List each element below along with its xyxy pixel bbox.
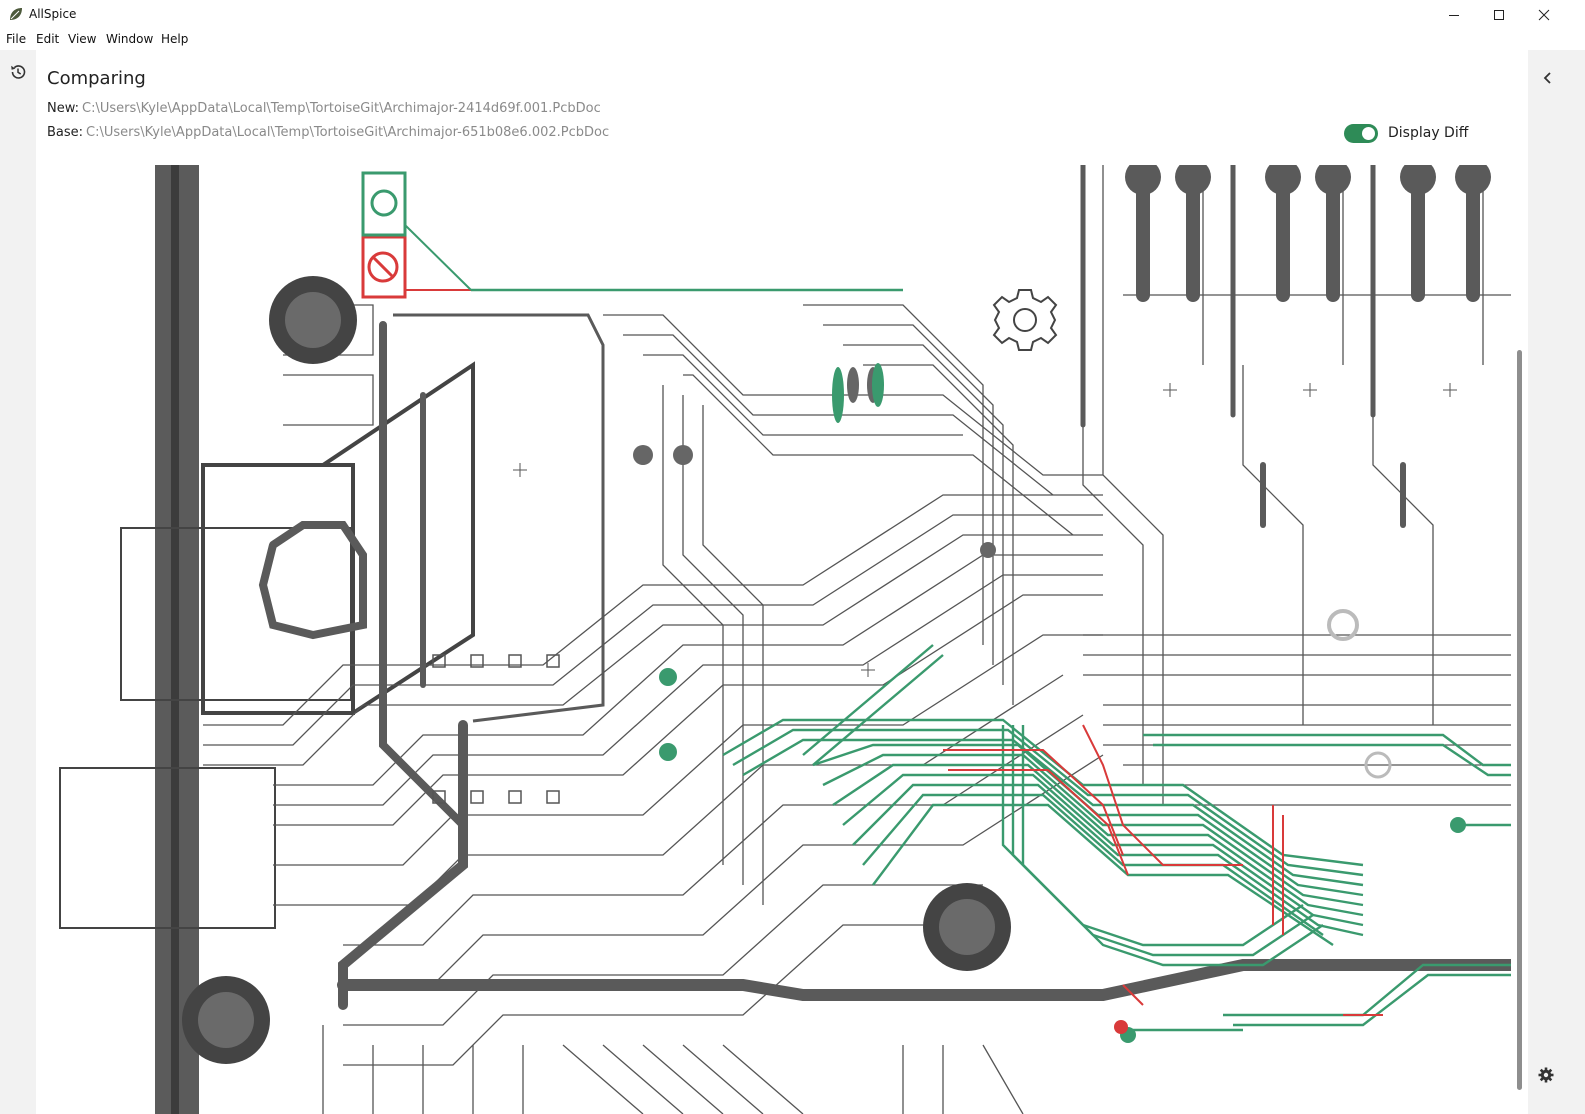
base-file-row: Base:C:\Users\Kyle\AppData\Local\Temp\To… [47, 125, 609, 140]
removed-traces [943, 724, 1383, 1016]
page-title: Comparing [47, 68, 146, 89]
component-gear-icon [992, 289, 1058, 351]
crosshair-markers [513, 383, 1457, 677]
close-button[interactable] [1521, 0, 1567, 30]
pcb-canvas [59, 165, 1511, 1114]
close-icon [1538, 9, 1550, 21]
left-sidebar [0, 50, 36, 1114]
minimize-icon [1449, 15, 1459, 16]
title-bar: AllSpice [0, 0, 1585, 30]
removed-component [361, 235, 471, 299]
added-pads [659, 363, 1466, 1043]
display-diff-toggle[interactable] [1344, 124, 1378, 143]
pcb-diff-viewer[interactable] [43, 165, 1511, 1114]
outline-shapes [59, 313, 605, 929]
removed-pad [1114, 1020, 1128, 1034]
app-title: AllSpice [29, 7, 77, 21]
new-file-row: New:C:\Users\Kyle\AppData\Local\Temp\Tor… [47, 101, 601, 116]
maximize-icon [1494, 10, 1504, 20]
menu-help[interactable]: Help [161, 32, 189, 46]
added-traces [722, 644, 1511, 1032]
pads-and-mounting-holes [182, 165, 1491, 1064]
base-label: Base: [47, 125, 84, 140]
added-component [361, 171, 903, 292]
allspice-leaf-icon [10, 8, 22, 20]
menu-file[interactable]: File [6, 32, 27, 46]
gear-icon[interactable] [1537, 1066, 1555, 1084]
chevron-left-icon[interactable] [1540, 70, 1556, 86]
base-file-path: C:\Users\Kyle\AppData\Local\Temp\Tortois… [86, 125, 610, 140]
new-label: New: [47, 101, 80, 116]
minimize-button[interactable] [1431, 0, 1477, 30]
thin-traces [203, 165, 1511, 1114]
right-sidebar [1528, 50, 1585, 1114]
compare-header [36, 50, 1528, 165]
history-icon[interactable] [8, 62, 28, 82]
viewer-scrollbar[interactable] [1517, 350, 1522, 1090]
menu-bar: File Edit View Window Help [0, 30, 1585, 50]
maximize-button[interactable] [1476, 0, 1522, 30]
menu-edit[interactable]: Edit [36, 32, 60, 46]
new-file-path: C:\Users\Kyle\AppData\Local\Temp\Tortois… [82, 101, 601, 116]
board-edge [155, 165, 199, 1114]
toggle-knob [1362, 127, 1375, 140]
menu-window[interactable]: Window [106, 32, 154, 46]
menu-view[interactable]: View [68, 32, 97, 46]
display-diff-label: Display Diff [1388, 125, 1469, 141]
